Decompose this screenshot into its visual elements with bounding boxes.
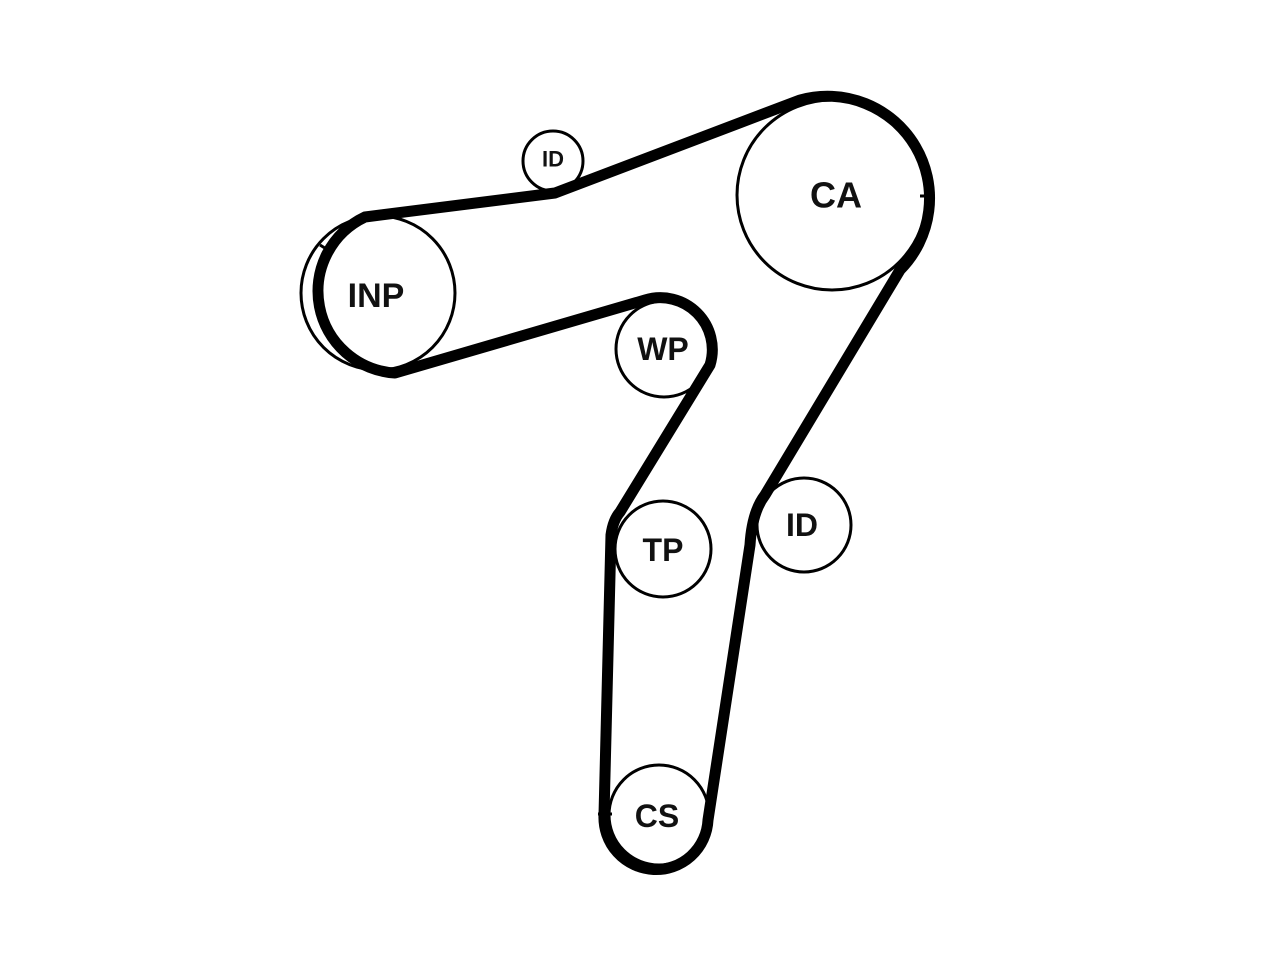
pulley-idler-top: ID (521, 129, 585, 193)
pulley-label-tp: TP (643, 532, 684, 568)
pulley-label-wp: WP (637, 331, 689, 367)
pulley-label-id-right: ID (786, 507, 818, 543)
pulley-label-id-top: ID (542, 147, 564, 172)
timing-belt (312, 90, 935, 875)
pulley-label-cs: CS (635, 798, 679, 834)
pulley-label-ca: CA (810, 175, 862, 216)
timing-mark-inp (319, 243, 329, 252)
pulley-injection-pump: INP (299, 214, 457, 372)
pulley-tensioner: TP (613, 499, 713, 599)
pulley-label-inp: INP (348, 277, 405, 315)
